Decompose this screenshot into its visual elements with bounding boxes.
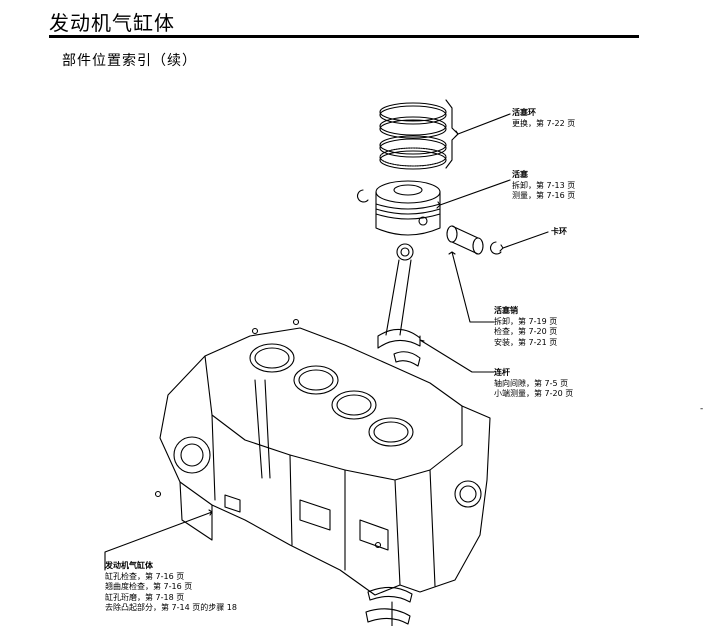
page-title: 发动机气缸体 xyxy=(49,11,175,35)
callout-piston-ring-line: 更换，第 7-22 页 xyxy=(512,118,576,128)
callout-piston-title: 活塞 xyxy=(512,170,528,179)
leader-lines xyxy=(104,113,549,626)
piston-rings xyxy=(379,99,459,170)
callout-connecting-rod-title: 连杆 xyxy=(494,368,510,377)
callout-clip: 卡环 xyxy=(551,227,567,238)
page-edge-mark: - xyxy=(700,404,704,414)
callout-piston-pin-title: 活塞销 xyxy=(494,306,518,315)
callout-engine-block-line: 缸孔检查，第 7-16 页 xyxy=(105,571,185,581)
callout-piston-line: 测量，第 7-16 页 xyxy=(512,191,576,200)
callout-connecting-rod-line: 小端测量，第 7-20 页 xyxy=(494,389,574,398)
callout-connecting-rod-line: 轴向间隙，第 7-5 页 xyxy=(494,378,569,388)
callout-piston: 活塞 拆卸，第 7-13 页 测量，第 7-16 页 xyxy=(512,170,575,202)
callout-engine-block-title: 发动机气缸体 xyxy=(105,561,153,570)
callout-engine-block-line: 缸孔珩磨，第 7-18 页 xyxy=(105,592,185,602)
callout-piston-pin-line: 安装，第 7-21 页 xyxy=(494,337,558,347)
callout-engine-block-line: 去除凸起部分，第 7-14 页的步骤 18 xyxy=(105,603,237,612)
page-subtitle: 部件位置索引（续） xyxy=(62,53,197,69)
title-rule xyxy=(49,35,639,38)
callout-piston-pin-line: 拆卸，第 7-19 页 xyxy=(494,316,558,326)
callout-piston-pin: 活塞销 拆卸，第 7-19 页 检查，第 7-20 页 安装，第 7-21 页 xyxy=(494,306,557,348)
callout-piston-pin-line: 检查，第 7-20 页 xyxy=(494,327,558,336)
callout-connecting-rod: 连杆 轴向间隙，第 7-5 页 小端测量，第 7-20 页 xyxy=(494,368,573,400)
piston-pin xyxy=(446,225,484,255)
engine-block xyxy=(154,318,491,596)
connecting-rod xyxy=(377,243,421,367)
bearing-shell xyxy=(365,608,411,625)
callout-clip-title: 卡环 xyxy=(551,227,567,236)
callout-piston-line: 拆卸，第 7-13 页 xyxy=(512,180,576,190)
piston xyxy=(375,180,441,236)
callout-engine-block: 发动机气缸体 缸孔检查，第 7-16 页 翘曲度检查，第 7-16 页 缸孔珩磨… xyxy=(105,561,237,614)
callout-engine-block-line: 翘曲度检查，第 7-16 页 xyxy=(105,582,193,591)
right-clip xyxy=(490,241,502,255)
left-snap-ring xyxy=(357,189,369,203)
callout-piston-ring-title: 活塞环 xyxy=(512,108,536,117)
bearing-shell xyxy=(367,586,413,603)
callout-piston-ring: 活塞环 更换，第 7-22 页 xyxy=(512,108,575,129)
